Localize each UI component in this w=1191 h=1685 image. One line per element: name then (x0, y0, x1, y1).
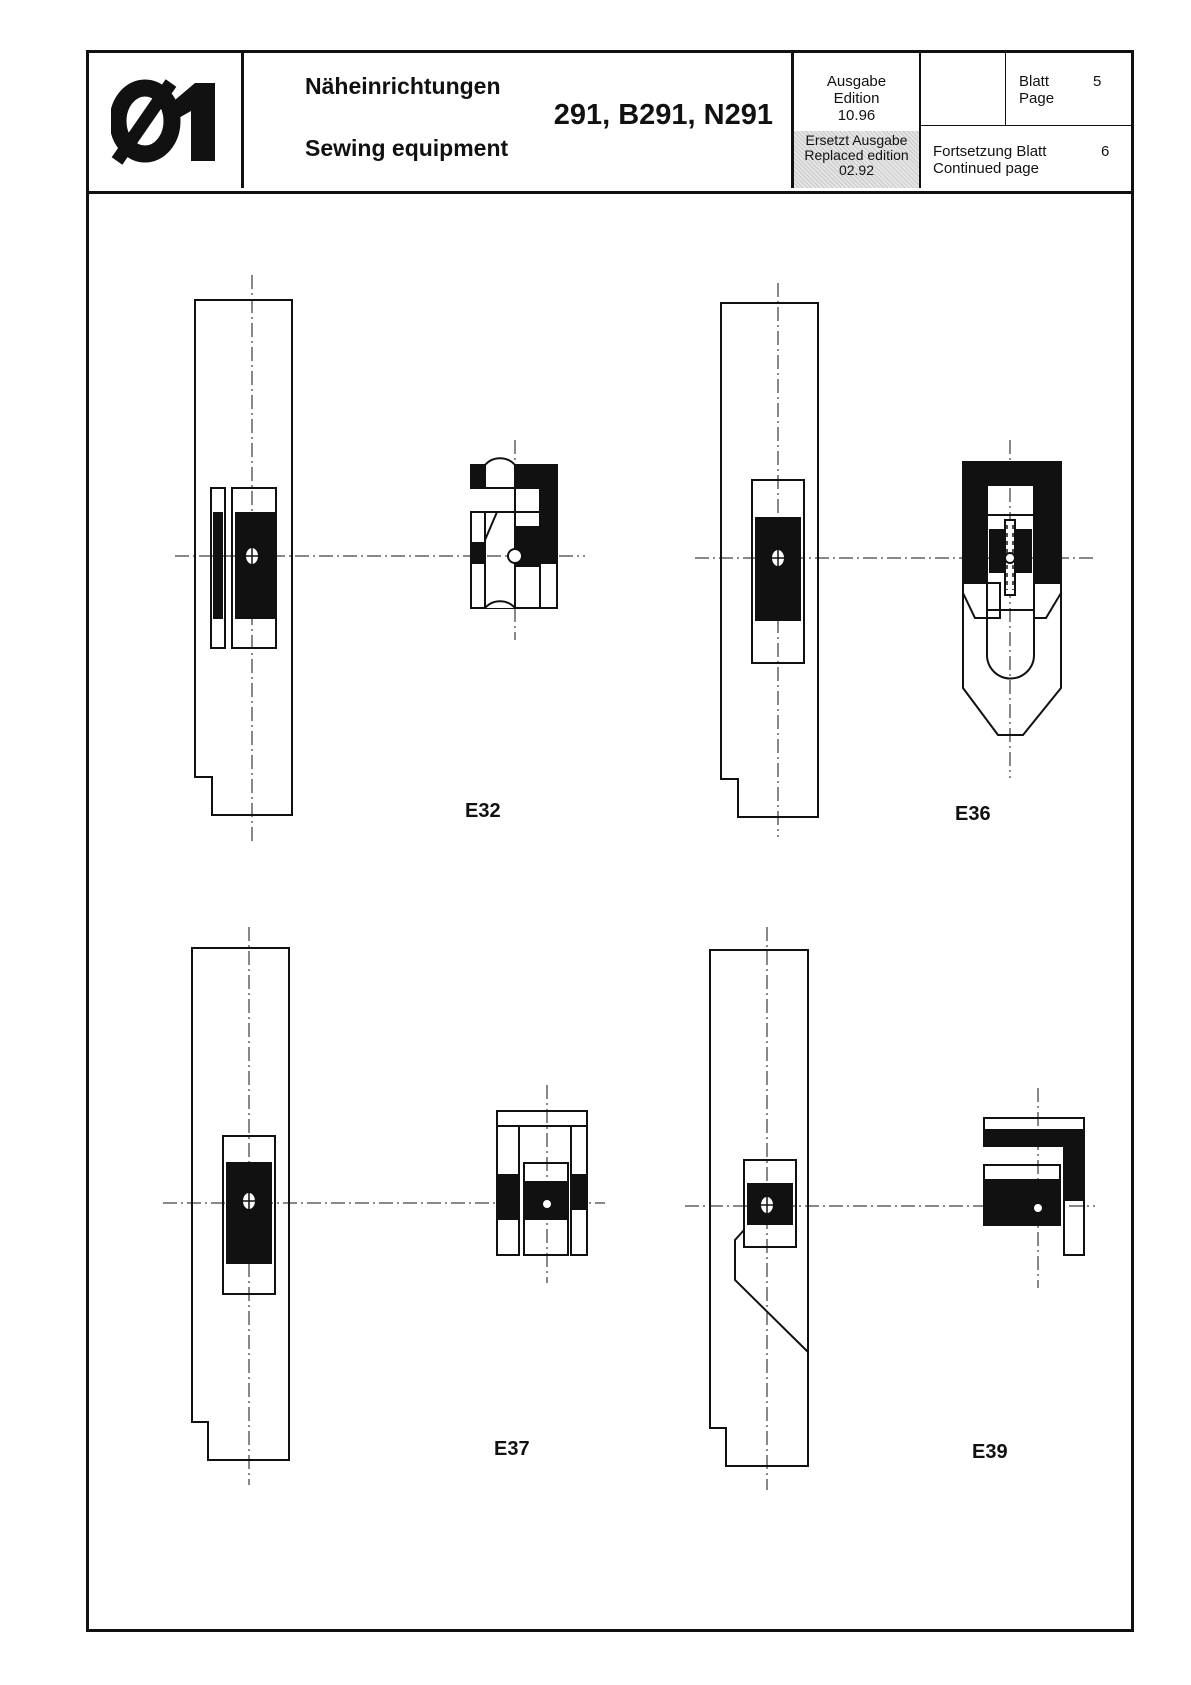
e37-top-bar (497, 1111, 587, 1126)
figure-e37 (163, 927, 605, 1485)
e32-side-strip-fill (214, 513, 222, 618)
figure-label-e32: E32 (465, 800, 501, 822)
e36-foot-plate (756, 518, 800, 620)
e37-foot-plate (227, 1163, 271, 1263)
figure-e39 (685, 927, 1095, 1490)
figure-label-e39: E39 (972, 1441, 1008, 1463)
figure-e32 (175, 275, 585, 842)
figure-label-e36: E36 (955, 803, 991, 825)
figure-label-e37: E37 (494, 1438, 530, 1460)
e39-top-bar (984, 1118, 1084, 1130)
figure-e36 (695, 283, 1095, 837)
e32-foot-plate (236, 513, 274, 618)
e39-diagonal-guide (735, 1230, 808, 1352)
